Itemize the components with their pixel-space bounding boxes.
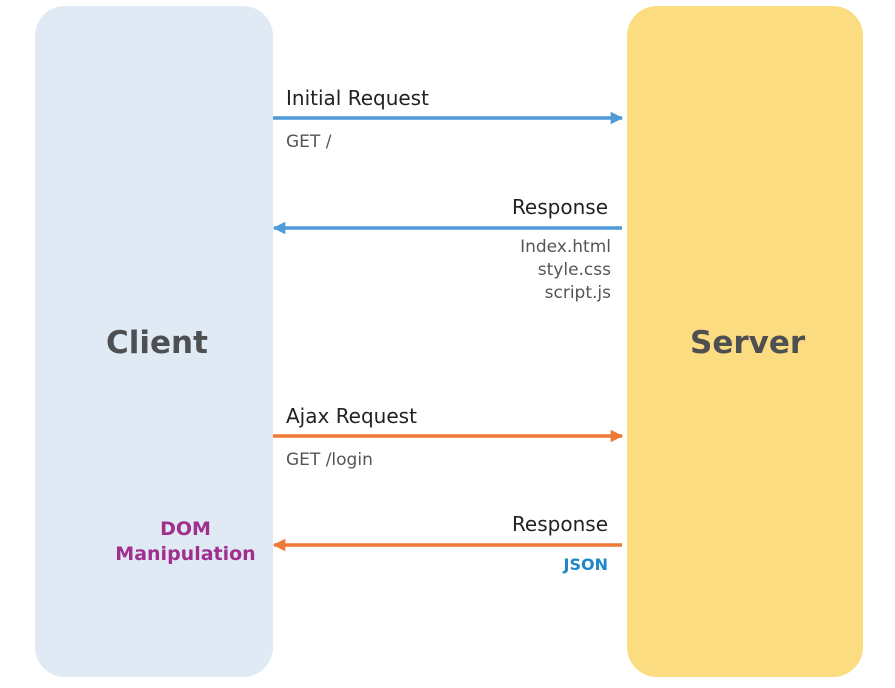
- ajax-response-label: Response: [511, 512, 608, 536]
- response-details: Index.html style.css script.js: [520, 236, 611, 305]
- ajax-request-label: Ajax Request: [286, 404, 417, 428]
- server-title: Server: [690, 325, 806, 361]
- client-title: Client: [106, 325, 208, 361]
- response-file-js: script.js: [544, 283, 611, 303]
- json-label: JSON: [563, 555, 608, 574]
- initial-request-label: Initial Request: [286, 86, 429, 110]
- response-file-html: Index.html: [520, 237, 611, 257]
- response-file-css: style.css: [537, 260, 611, 280]
- initial-request-detail: GET /: [286, 132, 332, 152]
- dom-note-line2: Manipulation: [115, 543, 256, 565]
- dom-manipulation-note: DOM Manipulation: [108, 517, 263, 567]
- response-label: Response: [511, 195, 608, 219]
- client-lane: [35, 6, 273, 677]
- dom-note-line1: DOM: [160, 518, 211, 540]
- ajax-request-detail: GET /login: [286, 450, 373, 470]
- server-lane: [627, 6, 863, 677]
